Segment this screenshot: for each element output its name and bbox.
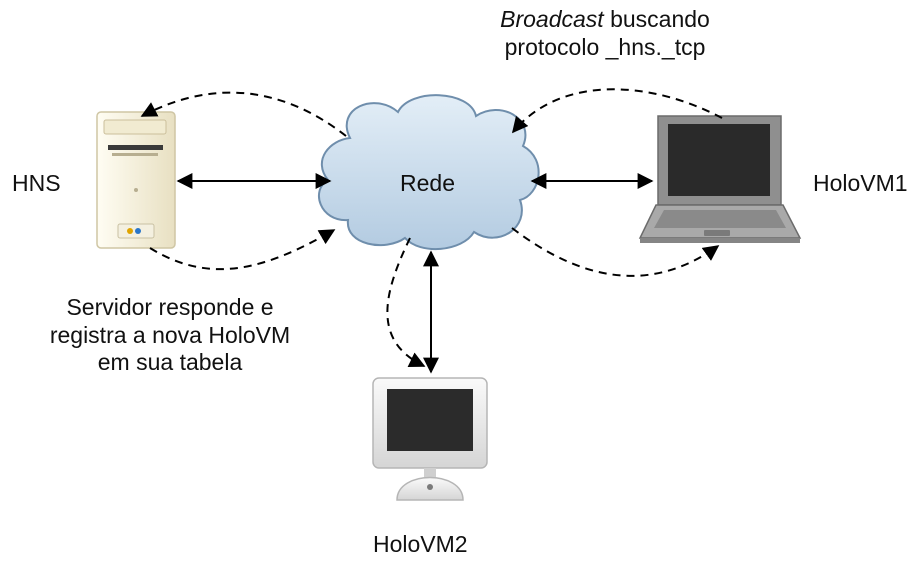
server-note: Servidor responde e registra a nova Holo… — [15, 294, 325, 377]
network-cloud-icon — [318, 94, 540, 250]
broadcast-note-line2: protocolo _hns._tcp — [504, 33, 706, 60]
holovm1-label: HoloVM1 — [813, 170, 908, 196]
broadcast-note-line1: Broadcast buscando — [470, 6, 740, 34]
connection-arrows — [176, 173, 654, 374]
hns-label: HNS — [12, 170, 61, 196]
laptop-icon — [638, 115, 802, 243]
cloud-label: Rede — [400, 170, 455, 196]
server-note-line2: registra a nova HoloVM — [49, 321, 291, 348]
imac-icon — [372, 377, 488, 501]
server-note-line3: em sua tabela — [97, 349, 243, 376]
broadcast-line1-rest: buscando — [603, 6, 710, 32]
broadcast-emphasis: Broadcast — [500, 6, 604, 32]
message-arrows — [140, 88, 723, 367]
server-tower-icon — [96, 111, 176, 249]
holovm2-label: HoloVM2 — [373, 531, 468, 557]
broadcast-note: Broadcast buscando protocolo _hns._tcp — [470, 6, 740, 61]
server-note-line1: Servidor responde e — [66, 294, 274, 320]
